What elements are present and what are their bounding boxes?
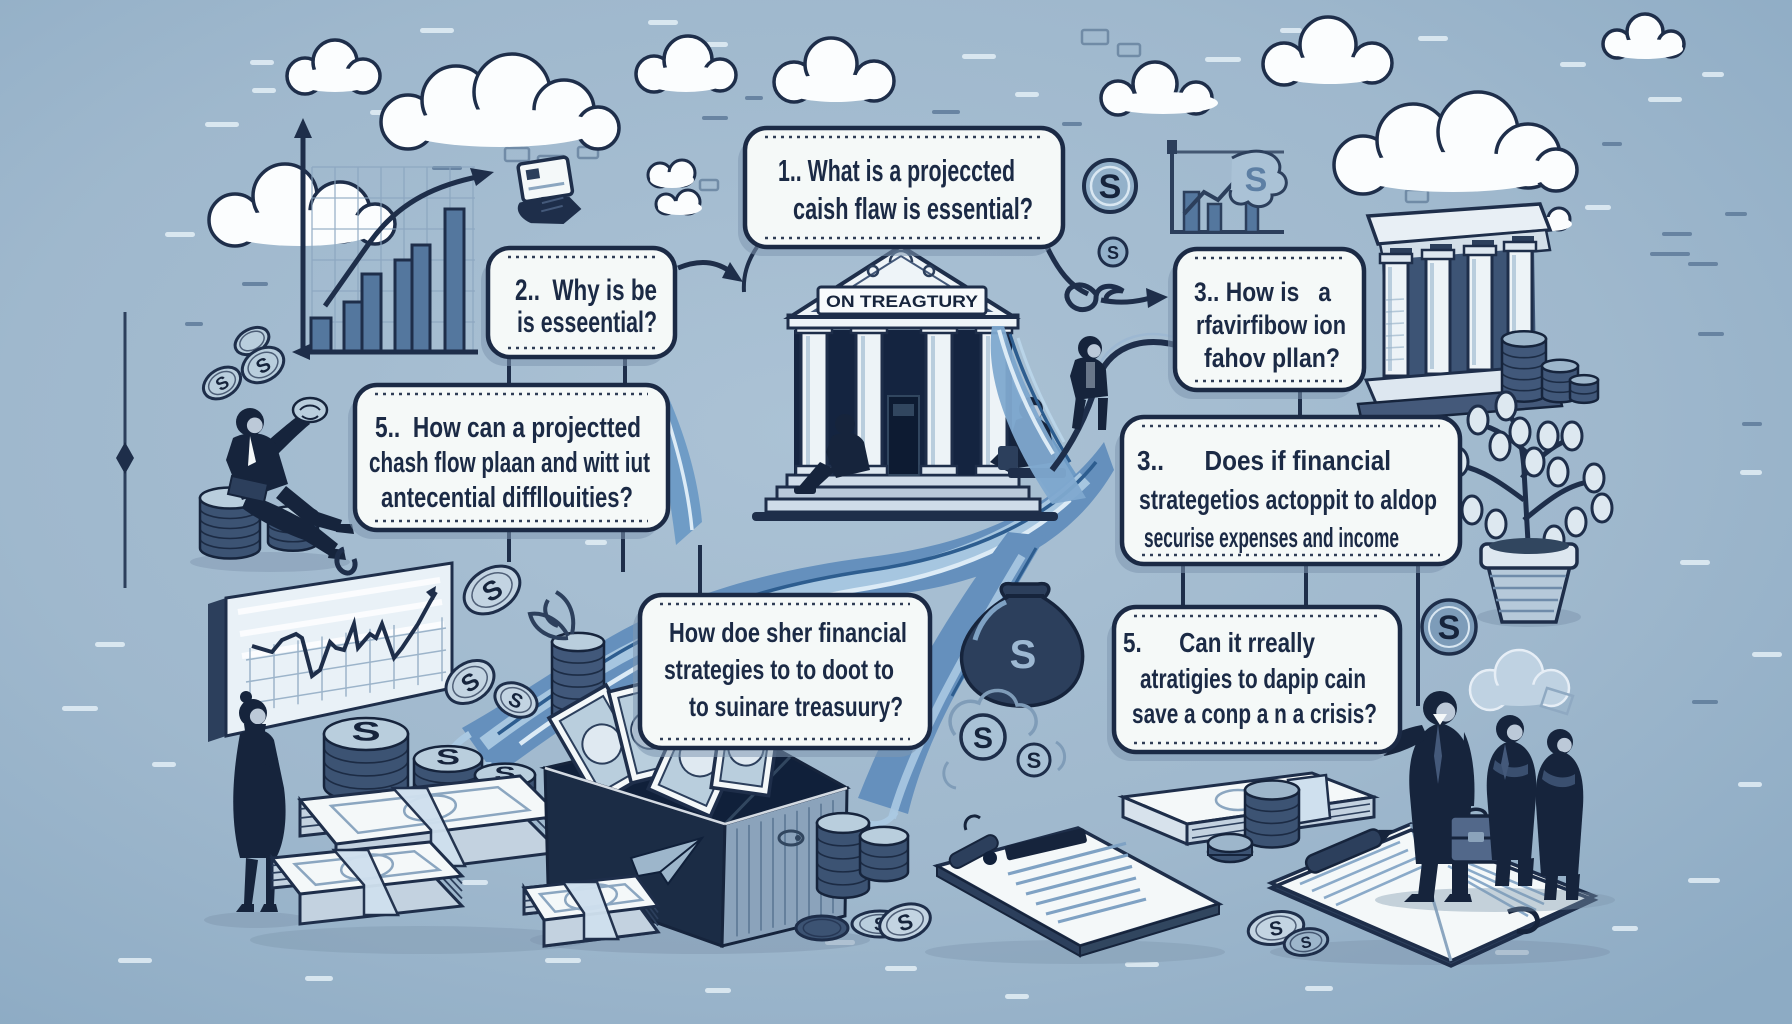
svg-text:5.. How can a projectted: 5.. How can a projectted: [375, 412, 641, 444]
svg-text:S: S: [1107, 243, 1119, 263]
svg-text:ON TREAGTURY: ON TREAGTURY: [826, 292, 979, 311]
svg-text:caish flaw is essential?: caish flaw is essential?: [793, 191, 1033, 226]
svg-text:S: S: [973, 722, 993, 755]
svg-text:antecential diffllouities?: antecential diffllouities?: [381, 482, 633, 514]
svg-text:S: S: [1010, 633, 1037, 677]
svg-text:S: S: [351, 716, 380, 747]
svg-text:How doe sher financial: How doe sher financial: [669, 617, 907, 648]
svg-text:3.. Does if financial: 3.. Does if financial: [1137, 445, 1391, 476]
svg-text:S: S: [1245, 161, 1268, 199]
svg-text:S: S: [1299, 934, 1313, 953]
svg-text:securise expenses and income: securise expenses and income: [1144, 522, 1399, 553]
svg-text:atratigies to dapip cain: atratigies to dapip cain: [1140, 663, 1366, 694]
svg-text:strategetios actoppit to aldop: strategetios actoppit to aldop: [1139, 484, 1437, 515]
svg-text:chash flow plaan and witt iut: chash flow plaan and witt iut: [369, 447, 650, 479]
svg-text:S: S: [436, 745, 460, 770]
svg-text:to suinare treasuury?: to suinare treasuury?: [689, 691, 903, 722]
svg-text:strategies to to doot to: strategies to to doot to: [664, 654, 894, 685]
svg-text:5. Can it rreally: 5. Can it rreally: [1123, 627, 1315, 658]
svg-text:1.. What is a projeccted: 1.. What is a projeccted: [778, 153, 1015, 188]
svg-text:S: S: [1438, 609, 1461, 647]
svg-text:S: S: [1268, 917, 1285, 941]
svg-text:2.. Why is be: 2.. Why is be: [515, 274, 657, 307]
svg-text:S: S: [1099, 168, 1122, 206]
svg-text:is esseential?: is esseential?: [517, 306, 657, 339]
svg-text:save a conp a n a crisis?: save a conp a n a crisis?: [1132, 698, 1377, 729]
svg-text:rfavirfibow ion: rfavirfibow ion: [1196, 310, 1346, 340]
svg-text:S: S: [1027, 748, 1042, 773]
svg-text:fahov pllan?: fahov pllan?: [1204, 343, 1340, 373]
svg-text:3.. How is a: 3.. How is a: [1194, 277, 1332, 307]
